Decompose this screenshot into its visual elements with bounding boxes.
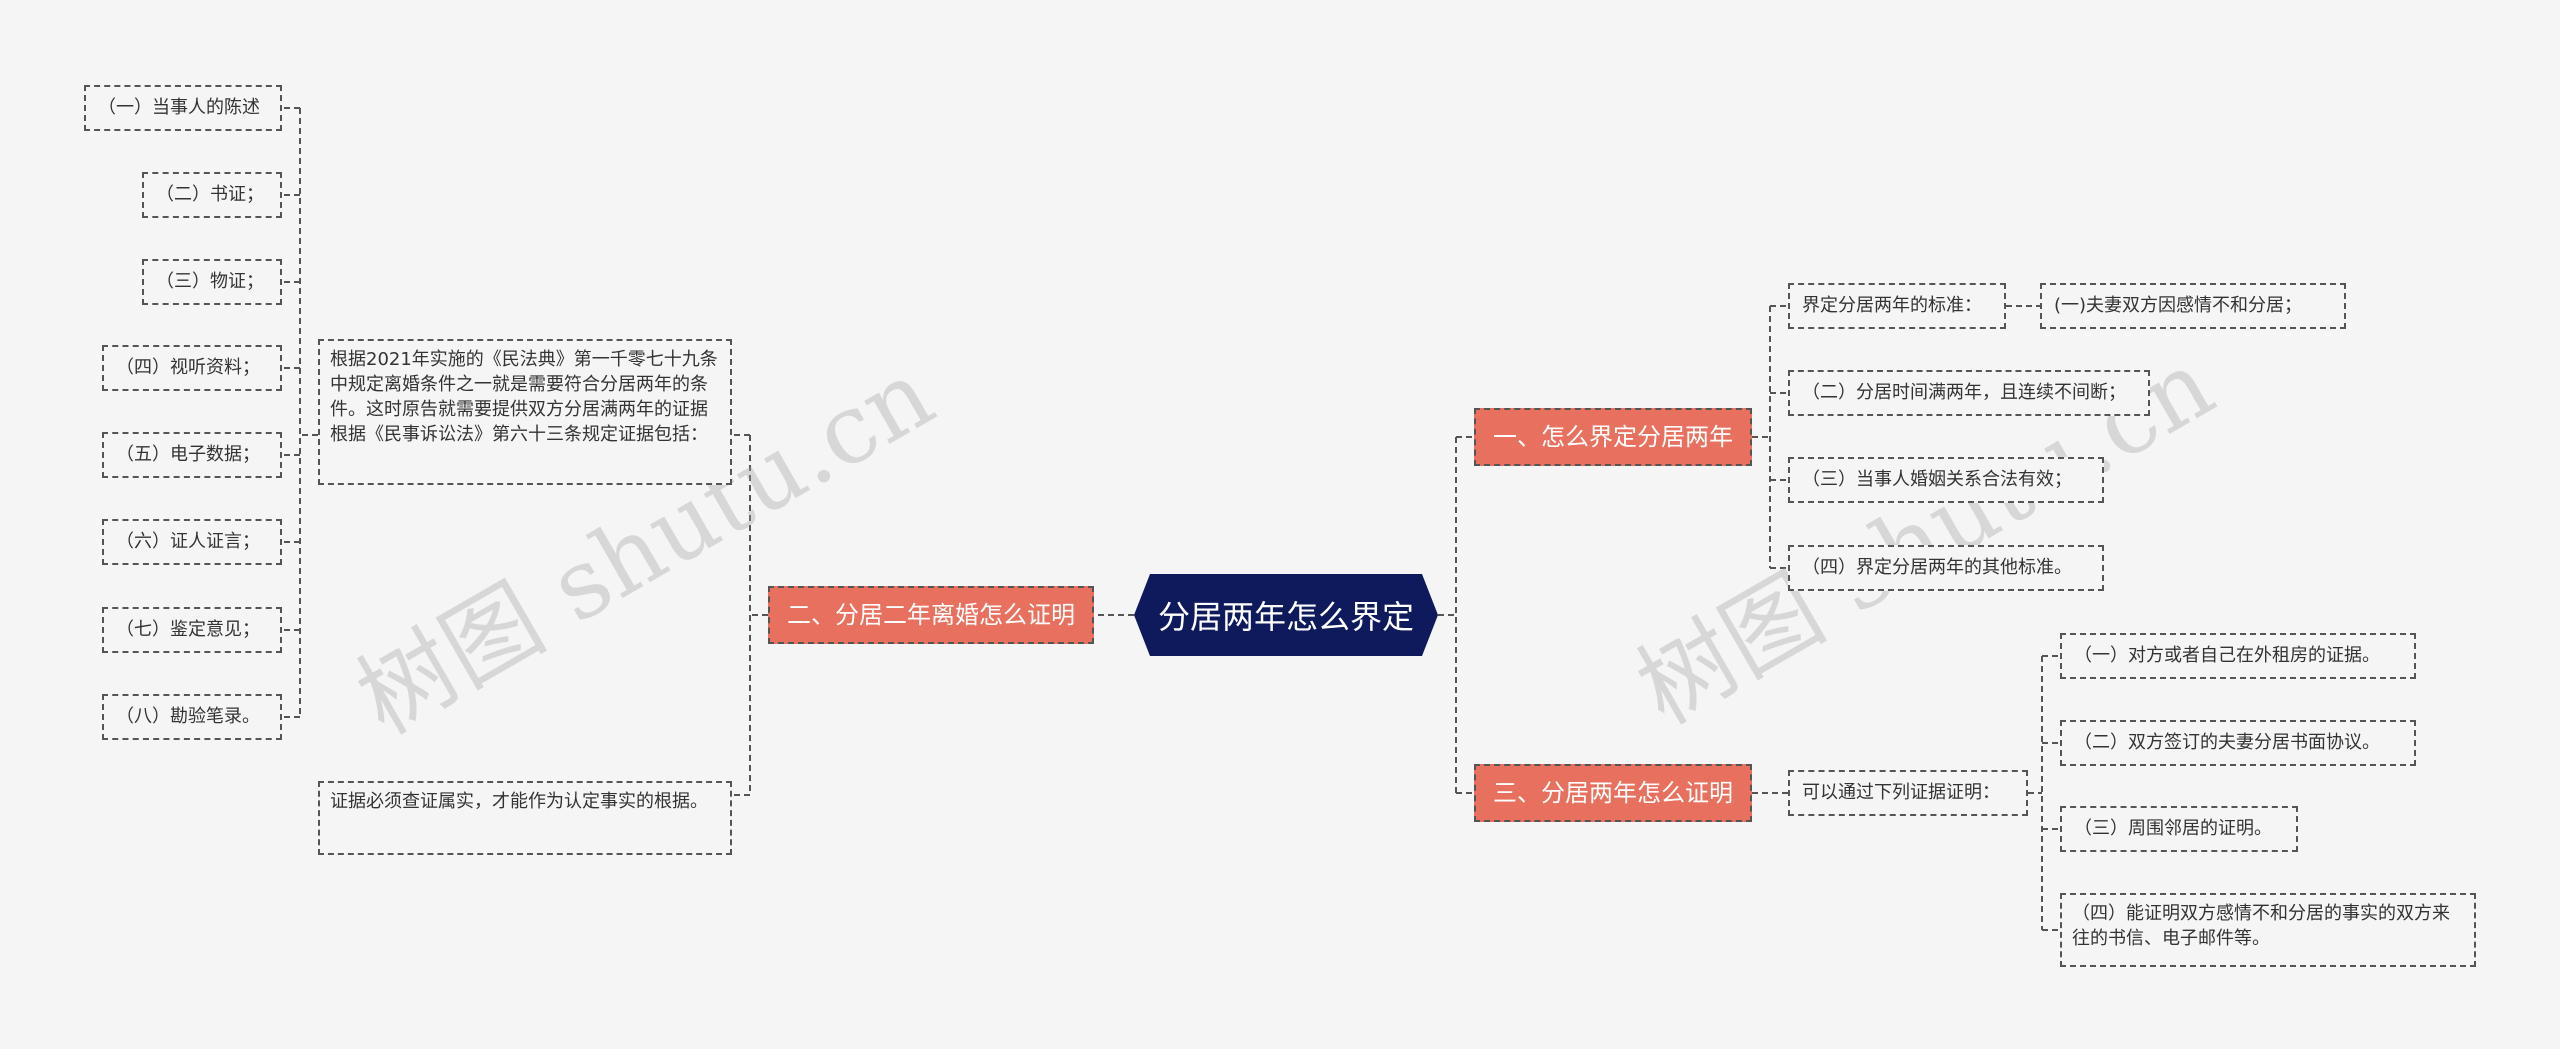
criteria-label[interactable]: 界定分居两年的标准：: [1788, 283, 2006, 329]
evidence-item-4[interactable]: （四）视听资料；: [102, 345, 282, 391]
branch-define-separation[interactable]: 一、怎么界定分居两年: [1474, 408, 1752, 466]
criteria-item-3[interactable]: （三）当事人婚姻关系合法有效；: [1788, 457, 2104, 503]
evidence-note[interactable]: 证据必须查证属实，才能作为认定事实的根据。: [318, 781, 732, 855]
evidence-item-1[interactable]: （一）当事人的陈述: [84, 85, 282, 131]
criteria-item-4[interactable]: （四）界定分居两年的其他标准。: [1788, 545, 2104, 591]
proof-item-2[interactable]: （二）双方签订的夫妻分居书面协议。: [2060, 720, 2416, 766]
civil-code-intro[interactable]: 根据2021年实施的《民法典》第一千零七十九条中规定离婚条件之一就是需要符合分居…: [318, 339, 732, 485]
proof-label[interactable]: 可以通过下列证据证明：: [1788, 770, 2028, 816]
evidence-item-8[interactable]: （八）勘验笔录。: [102, 694, 282, 740]
evidence-item-5[interactable]: （五）电子数据；: [102, 432, 282, 478]
branch-prove-separation[interactable]: 三、分居两年怎么证明: [1474, 764, 1752, 822]
evidence-item-3[interactable]: （三）物证；: [142, 259, 282, 305]
evidence-item-2[interactable]: （二）书证；: [142, 172, 282, 218]
proof-item-1[interactable]: （一）对方或者自己在外租房的证据。: [2060, 633, 2416, 679]
evidence-item-6[interactable]: （六）证人证言；: [102, 519, 282, 565]
branch-divorce-proof[interactable]: 二、分居二年离婚怎么证明: [768, 586, 1094, 644]
evidence-item-7[interactable]: （七）鉴定意见；: [102, 607, 282, 653]
criteria-item-1[interactable]: (一)夫妻双方因感情不和分居；: [2040, 283, 2346, 329]
proof-item-3[interactable]: （三）周围邻居的证明。: [2060, 806, 2298, 852]
root-topic[interactable]: 分居两年怎么界定: [1134, 574, 1438, 656]
criteria-item-2[interactable]: （二）分居时间满两年，且连续不间断；: [1788, 370, 2150, 416]
proof-item-4[interactable]: （四）能证明双方感情不和分居的事实的双方来往的书信、电子邮件等。: [2060, 893, 2476, 967]
